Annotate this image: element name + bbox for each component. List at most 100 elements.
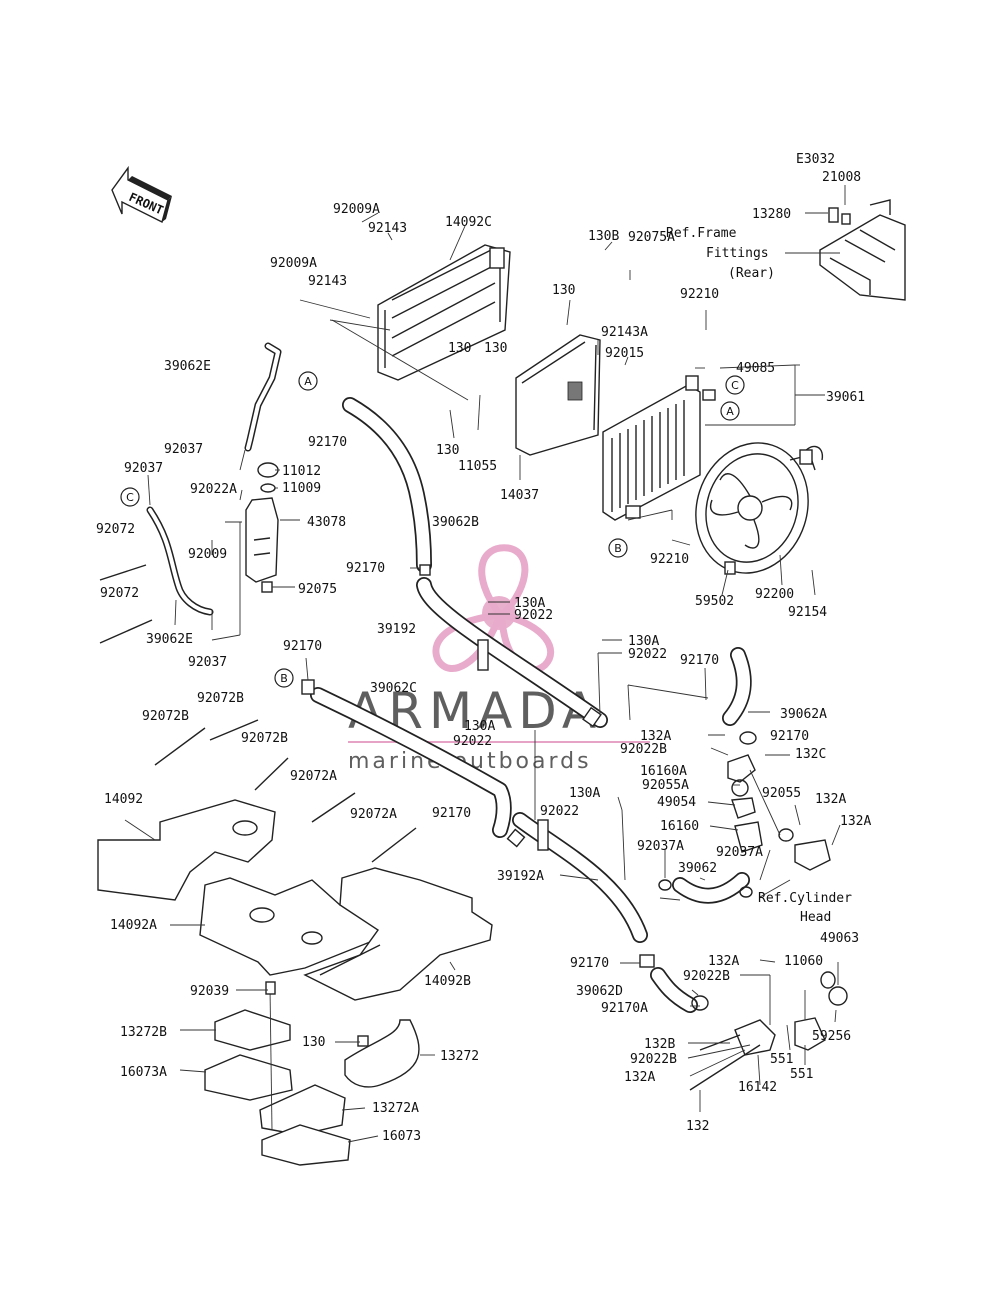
radiator-shroud-drawing: [377, 244, 511, 381]
part-label: 92170: [770, 729, 809, 744]
part-label: 92015: [605, 346, 644, 361]
part-label: 92072A: [290, 769, 337, 784]
part-labels: 21008 13280 92009A 92143 14092C 92009A 9…: [96, 170, 871, 1144]
part-label: 92075A: [628, 230, 675, 245]
part-label: 92072B: [197, 691, 244, 706]
part-label: 39062E: [164, 359, 211, 374]
lower-plates-drawing: [204, 981, 420, 1166]
svg-text:A: A: [304, 375, 312, 388]
thermostat-housing-drawing: [658, 731, 831, 898]
part-label: 92055: [762, 786, 801, 801]
part-label: 92170: [283, 639, 322, 654]
part-label: 92022A: [190, 482, 237, 497]
part-label: 92037: [188, 655, 227, 670]
part-label: 14037: [500, 488, 539, 503]
part-label: 49085: [736, 361, 775, 376]
part-label: 13272B: [120, 1025, 167, 1040]
part-label: 92170: [432, 806, 471, 821]
cooling-fan-drawing: [695, 442, 824, 575]
part-label: 92022: [540, 804, 579, 819]
part-label: 132C: [795, 747, 826, 762]
part-label: 132A: [840, 814, 871, 829]
diagram-code: E3032: [796, 152, 835, 167]
front-arrow-icon: FRONT: [111, 165, 172, 224]
part-label: 92022: [453, 734, 492, 749]
part-label: 92075: [298, 582, 337, 597]
part-label: 130A: [569, 786, 600, 801]
part-label: 39192: [377, 622, 416, 637]
part-label: 92072: [96, 522, 135, 537]
part-label: 92037A: [716, 845, 763, 860]
svg-text:C: C: [126, 491, 134, 504]
part-label: 92170: [570, 956, 609, 971]
ref-cylinder-line-1: Ref.Cylinder: [758, 891, 852, 906]
part-label: 92009A: [270, 256, 317, 271]
ref-frame-line-1: Ref.Frame: [666, 226, 737, 241]
part-label: 43078: [307, 515, 346, 530]
callout-c-left: C: [120, 487, 140, 507]
part-label: 92037: [164, 442, 203, 457]
part-label: 92037A: [637, 839, 684, 854]
part-label: 92022B: [620, 742, 667, 757]
part-label: 551: [770, 1052, 793, 1067]
part-label: 59502: [695, 594, 734, 609]
svg-text:A: A: [726, 405, 734, 418]
part-label: 39062B: [432, 515, 479, 530]
cable-ties-drawing: [99, 564, 417, 863]
part-label: 16160A: [640, 764, 687, 779]
callout-a-upper: A: [298, 371, 318, 391]
frame-fittings-drawing: [819, 199, 906, 301]
callout-c-radiator: C: [725, 375, 745, 395]
part-label: 14092: [104, 792, 143, 807]
part-label: 14092A: [110, 918, 157, 933]
leader-lines: [124, 185, 846, 1143]
part-label: 92210: [680, 287, 719, 302]
radiator-drawing: [602, 375, 716, 521]
part-label: 92009: [188, 547, 227, 562]
part-label: 132A: [815, 792, 846, 807]
part-label: 92170A: [601, 1001, 648, 1016]
part-label: 92072B: [142, 709, 189, 724]
part-label: 551: [790, 1067, 813, 1082]
part-label: 39062E: [146, 632, 193, 647]
part-label: 92039: [190, 984, 229, 999]
part-label: 92210: [650, 552, 689, 567]
part-label: 11060: [784, 954, 823, 969]
part-label: 14092B: [424, 974, 471, 989]
part-label: 132B: [644, 1037, 675, 1052]
part-label: 39062: [678, 861, 717, 876]
radiator-screen-drawing: [515, 334, 601, 456]
part-label: 92009A: [333, 202, 380, 217]
part-label: 39061: [826, 390, 865, 405]
part-label: 92072B: [241, 731, 288, 746]
part-label: 92022B: [683, 969, 730, 984]
part-label: 92055A: [642, 778, 689, 793]
ref-frame-line-3: (Rear): [728, 266, 775, 281]
part-label: 130A: [464, 719, 495, 734]
part-label: 130B: [588, 229, 619, 244]
part-label: 59256: [812, 1029, 851, 1044]
part-label: 130: [484, 341, 507, 356]
part-label: 16073: [382, 1129, 421, 1144]
part-label: 130A: [514, 596, 545, 611]
part-label: 92170: [308, 435, 347, 450]
ref-frame-line-2: Fittings: [706, 246, 769, 261]
callout-a-radiator: A: [720, 401, 740, 421]
part-label: 132A: [640, 729, 671, 744]
part-label: 11009: [282, 481, 321, 496]
part-label: 39192A: [497, 869, 544, 884]
part-label: 16160: [660, 819, 699, 834]
part-label: 13272A: [372, 1101, 419, 1116]
coolant-hoses-drawing: [301, 397, 752, 1013]
part-label: 92143: [368, 221, 407, 236]
part-label: 92037: [124, 461, 163, 476]
part-label: 130: [448, 341, 471, 356]
part-label: 16142: [738, 1080, 777, 1095]
part-label: 92143: [308, 274, 347, 289]
part-label: 92072: [100, 586, 139, 601]
part-label: 132A: [624, 1070, 655, 1085]
part-label: 132: [686, 1119, 709, 1134]
skid-plates-drawing: [97, 799, 493, 1001]
overflow-hose-drawing: [146, 342, 282, 616]
part-label: 16073A: [120, 1065, 167, 1080]
